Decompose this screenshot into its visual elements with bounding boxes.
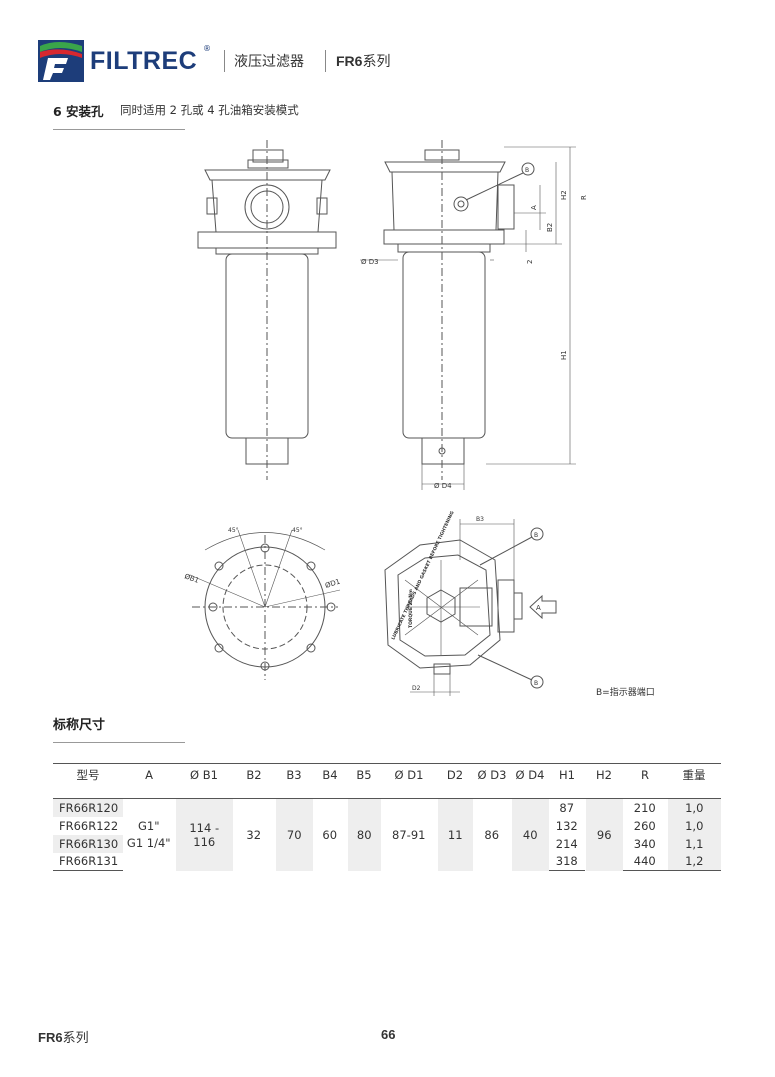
- label-b1: ØB1: [183, 572, 200, 585]
- cell-r: 260: [633, 818, 656, 833]
- header-product: 液压过滤器: [234, 54, 304, 70]
- section-title: 6 安装孔: [53, 104, 104, 119]
- nominal-dimensions-title: 标称尺寸: [53, 718, 106, 733]
- label-h1: H1: [560, 350, 568, 360]
- table-row: FR66R130 214 340 1,1: [53, 834, 721, 853]
- col-header-b4: B4: [313, 763, 347, 786]
- hole-pattern-drawing: [189, 529, 341, 680]
- cell-weight: 1,1: [666, 834, 721, 853]
- cell-d1: 87-91: [381, 798, 437, 871]
- cell-model: FR66R120: [53, 798, 123, 817]
- table-row: FR66R122 132 260 1,0: [53, 816, 721, 835]
- front-view-drawing: [197, 140, 337, 480]
- col-header-d3: Ø D3: [473, 763, 511, 786]
- label-d2: D2: [412, 685, 421, 692]
- cell-b3: 70: [274, 798, 313, 871]
- section-description: 同时适用 2 孔或 4 孔油箱安装模式: [120, 103, 299, 117]
- cell-b4: 60: [313, 798, 347, 871]
- label-b2: B2: [546, 223, 554, 232]
- cell-h1: 87: [549, 798, 585, 817]
- col-header-h2: H2: [585, 763, 623, 786]
- col-header-r: R: [623, 763, 667, 786]
- series-word: 系列: [362, 54, 391, 70]
- dimensions-table: 型号 A Ø B1 B2 B3 B4 B5 Ø D1 D2 Ø D3 Ø D4 …: [53, 763, 721, 871]
- cell-h1: 318: [549, 852, 585, 871]
- label-angle: 45°: [228, 527, 239, 534]
- label-arrow-a: A: [536, 604, 541, 612]
- cell-weight: 1,0: [666, 816, 721, 835]
- section-rule: [53, 129, 185, 130]
- header-series: FR6系列: [336, 51, 390, 71]
- side-view-drawing: [360, 140, 576, 490]
- label-b5: 2: [526, 260, 534, 264]
- page-number: 66: [381, 1027, 396, 1042]
- label-b-mark: B: [534, 680, 538, 687]
- cell-d2: 11: [436, 798, 473, 871]
- cell-b5: 80: [346, 798, 381, 871]
- cell-weight: 1,2: [666, 852, 721, 871]
- cell-a: G1" G1 1/4": [123, 798, 175, 871]
- label-d3: Ø D3: [361, 258, 379, 266]
- col-header-a: A: [123, 763, 175, 786]
- cell-b1: 114 - 116: [174, 798, 233, 871]
- col-header-weight: 重量: [667, 763, 721, 786]
- label-b3: B3: [476, 516, 484, 523]
- label-b-mark: B: [534, 532, 538, 539]
- col-header-b3: B3: [275, 763, 313, 786]
- col-header-d1: Ø D1: [381, 763, 437, 786]
- col-header-model: 型号: [53, 763, 123, 786]
- technical-drawings: Ø D3 Ø D4 H1 H2 R A B2 2 B ØB1 ØD1 45° 4…: [183, 140, 588, 696]
- cap-text-torque: TORQUE 20 Nm: [408, 589, 414, 628]
- label-b-mark: B: [525, 167, 529, 174]
- table-header-row: 型号 A Ø B1 B2 B3 B4 B5 Ø D1 D2 Ø D3 Ø D4 …: [53, 763, 721, 786]
- col-header-d4: Ø D4: [511, 763, 549, 786]
- col-header-b2: B2: [233, 763, 275, 786]
- col-header-b1: Ø B1: [175, 763, 233, 786]
- cell-r: 340: [633, 836, 656, 851]
- indicator-port-legend: B=指示器端口: [596, 688, 655, 698]
- table-row: FR66R131 318 440 1,2: [53, 852, 721, 871]
- footer-series: FR6系列: [38, 1027, 89, 1046]
- filtrec-logo-mark: [38, 40, 84, 82]
- cell-b2: 32: [233, 798, 275, 871]
- cell-h1: 132: [555, 818, 578, 833]
- cell-a-value: G1": [137, 818, 160, 833]
- col-header-h1: H1: [549, 763, 585, 786]
- label-a: A: [530, 205, 538, 210]
- table-row: FR66R120 G1" G1 1/4" 114 - 116 32 70 60 …: [53, 798, 721, 871]
- cover-top-view-drawing: [384, 519, 557, 696]
- header-divider: [224, 50, 225, 72]
- cell-r: 440: [623, 852, 667, 871]
- label-angle: 45°: [292, 527, 303, 534]
- series-code: FR6: [38, 1030, 63, 1045]
- cell-model: FR66R130: [53, 834, 123, 853]
- cell-d3: 86: [473, 798, 511, 871]
- col-header-b5: B5: [347, 763, 381, 786]
- cell-d4: 40: [510, 798, 549, 871]
- col-header-d2: D2: [437, 763, 473, 786]
- cell-model: FR66R122: [59, 818, 119, 833]
- cell-weight: 1,0: [666, 798, 721, 817]
- brand-name: FILTREC: [90, 47, 198, 75]
- label-d4: Ø D4: [434, 482, 452, 490]
- label-d1: ØD1: [324, 578, 341, 590]
- label-r: R: [580, 195, 588, 200]
- cell-model: FR66R131: [53, 852, 123, 871]
- cell-h2: 96: [584, 798, 623, 871]
- series-word: 系列: [62, 1031, 89, 1046]
- section-rule: [53, 742, 185, 743]
- cell-a-value: G1 1/4": [126, 835, 171, 850]
- label-h2: H2: [560, 190, 568, 200]
- header-divider: [325, 50, 326, 72]
- registered-mark: ®: [203, 44, 211, 53]
- series-code: FR6: [336, 53, 363, 69]
- cell-h1: 214: [555, 836, 578, 851]
- cell-r: 210: [623, 798, 667, 817]
